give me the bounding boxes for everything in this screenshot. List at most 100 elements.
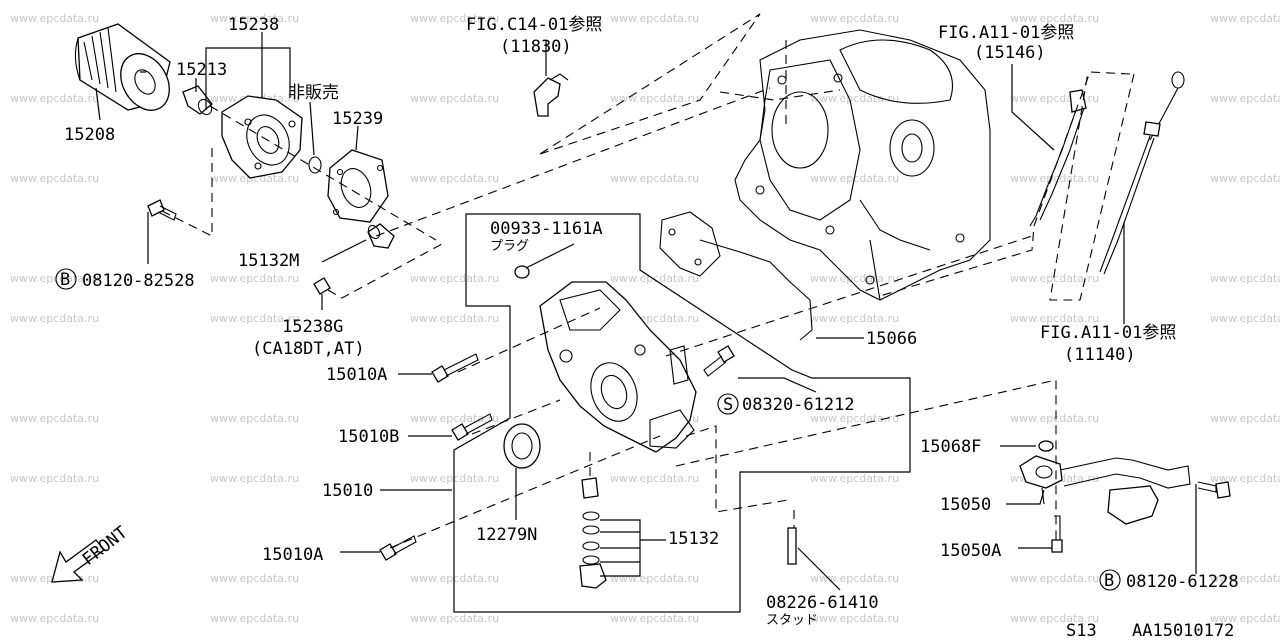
oil-seal — [503, 423, 541, 469]
watermark-text: www.epcdata.ru — [210, 12, 299, 25]
label-15132: 15132 — [668, 529, 719, 549]
watermark-text: www.epcdata.ru — [410, 272, 499, 285]
watermark-text: www.epcdata.ru — [1010, 12, 1099, 25]
watermark-text: www.epcdata.ru — [1010, 612, 1099, 625]
label-12279n: 12279N — [476, 525, 537, 545]
watermark-text: www.epcdata.ru — [410, 92, 499, 105]
watermark-text: www.epcdata.ru — [10, 172, 99, 185]
label-08120-82528: 08120-82528 — [82, 271, 195, 291]
label-15050: 15050 — [940, 495, 991, 515]
watermark-text: www.epcdata.ru — [210, 612, 299, 625]
label-15239: 15239 — [332, 109, 383, 129]
label-15068f: 15068F — [920, 437, 981, 457]
watermark-text: www.epcdata.ru — [10, 312, 99, 325]
label-08320-61212: 08320-61212 — [742, 395, 855, 415]
pump-bolt-a-lower — [379, 535, 417, 561]
stud — [787, 527, 797, 565]
watermark-text: www.epcdata.ru — [410, 312, 499, 325]
dipstick-guide — [1029, 89, 1087, 227]
watermark-text: www.epcdata.ru — [410, 412, 499, 425]
watermark-text: www.epcdata.ru — [1010, 92, 1099, 105]
watermark-text: www.epcdata.ru — [810, 272, 899, 285]
watermark-text: www.epcdata.ru — [1210, 612, 1280, 625]
watermark-text: www.epcdata.ru — [610, 472, 699, 485]
watermark-text: www.epcdata.ru — [210, 312, 299, 325]
watermark-text: www.epcdata.ru — [1210, 312, 1280, 325]
watermark-text: www.epcdata.ru — [810, 612, 899, 625]
bracket-bolt — [147, 199, 177, 221]
leader-lines — [95, 32, 1197, 613]
watermark-text: www.epcdata.ru — [10, 12, 99, 25]
watermark-text: www.epcdata.ru — [1210, 92, 1280, 105]
watermark-text: www.epcdata.ru — [1210, 172, 1280, 185]
pump-bolt-b — [451, 413, 493, 441]
watermark-text: www.epcdata.ru — [1010, 572, 1099, 585]
oil-strainer — [1019, 455, 1191, 525]
watermark-text: www.epcdata.ru — [1010, 272, 1099, 285]
pump-bolt-a-upper — [431, 353, 479, 383]
label-fig-c14: FIG.C14-01参照 — [466, 15, 602, 35]
watermark-text: www.epcdata.ru — [810, 312, 899, 325]
label-screw-prefix: S — [723, 395, 733, 415]
watermark-text: www.epcdata.ru — [1210, 412, 1280, 425]
label-15238: 15238 — [228, 15, 279, 35]
label-15066: 15066 — [866, 329, 917, 349]
watermark-text: www.epcdata.ru — [10, 472, 99, 485]
watermark-text: www.epcdata.ru — [610, 92, 699, 105]
label-15238g: 15238G — [282, 317, 343, 337]
watermark-text: www.epcdata.ru — [410, 612, 499, 625]
label-15010a-lower: 15010A — [262, 545, 323, 565]
label-ref-code: AA15010172 — [1132, 621, 1234, 640]
oil-dipstick — [1099, 71, 1185, 275]
watermark-text: www.epcdata.ru — [410, 172, 499, 185]
label-bolt-b-prefix: B — [60, 270, 70, 290]
relief-valve-small — [367, 223, 395, 249]
watermark-text: www.epcdata.ru — [1010, 312, 1099, 325]
watermark-text: www.epcdata.ru — [10, 612, 99, 625]
watermark-text: www.epcdata.ru — [610, 612, 699, 625]
label-page-code: S13 — [1066, 621, 1097, 640]
watermark-text: www.epcdata.ru — [610, 272, 699, 285]
watermark-text: www.epcdata.ru — [210, 472, 299, 485]
label-08120-61228: 08120-61228 — [1126, 572, 1239, 592]
front-arrow-icon — [51, 539, 105, 583]
cylinder-block — [734, 29, 991, 301]
label-fig-a11-right-sub: (11140) — [1064, 345, 1136, 365]
strainer-o-ring — [1038, 440, 1054, 452]
watermark-text: www.epcdata.ru — [1010, 172, 1099, 185]
watermark-text: www.epcdata.ru — [210, 572, 299, 585]
label-15010: 15010 — [322, 481, 373, 501]
watermark-text: www.epcdata.ru — [1210, 272, 1280, 285]
label-15132m: 15132M — [238, 251, 299, 271]
bolt-b2-circle-icon — [1099, 569, 1121, 591]
label-fig-a11-right: FIG.A11-01参照 — [1040, 323, 1176, 343]
label-fig-c14-sub: (11830) — [500, 37, 572, 57]
pump-plug — [514, 265, 530, 279]
watermark-text: www.epcdata.ru — [610, 172, 699, 185]
watermark-text: www.epcdata.ru — [10, 412, 99, 425]
label-15050a: 15050A — [940, 541, 1001, 561]
pump-screw — [703, 345, 735, 377]
watermark-text: www.epcdata.ru — [610, 12, 699, 25]
label-15208: 15208 — [64, 125, 115, 145]
label-not-sold: 非販売 — [288, 83, 339, 103]
part-labels: 15238 15213 15208 非販売 15239 FIG.C14-01参照… — [55, 15, 1239, 640]
watermark-text: www.epcdata.ru — [810, 12, 899, 25]
oil-pump — [539, 281, 697, 453]
label-15010b: 15010B — [338, 427, 399, 447]
label-00933-1161a: 00933-1161A — [490, 219, 603, 239]
label-08226-61410: 08226-61410 — [766, 593, 879, 613]
o-ring — [308, 156, 322, 174]
watermark-text: www.epcdata.ru — [810, 412, 899, 425]
watermark-text: www.epcdata.ru — [610, 572, 699, 585]
watermark-text: www.epcdata.ru — [1210, 572, 1280, 585]
label-15213: 15213 — [176, 60, 227, 80]
label-fig-a11-top-sub: (15146) — [974, 43, 1046, 63]
strainer-bracket-bolt — [1197, 481, 1231, 499]
bracket-gasket — [327, 149, 389, 223]
watermark-text: www.epcdata.ru — [10, 272, 99, 285]
oil-filter — [74, 23, 171, 111]
hose-fitting — [533, 73, 569, 117]
